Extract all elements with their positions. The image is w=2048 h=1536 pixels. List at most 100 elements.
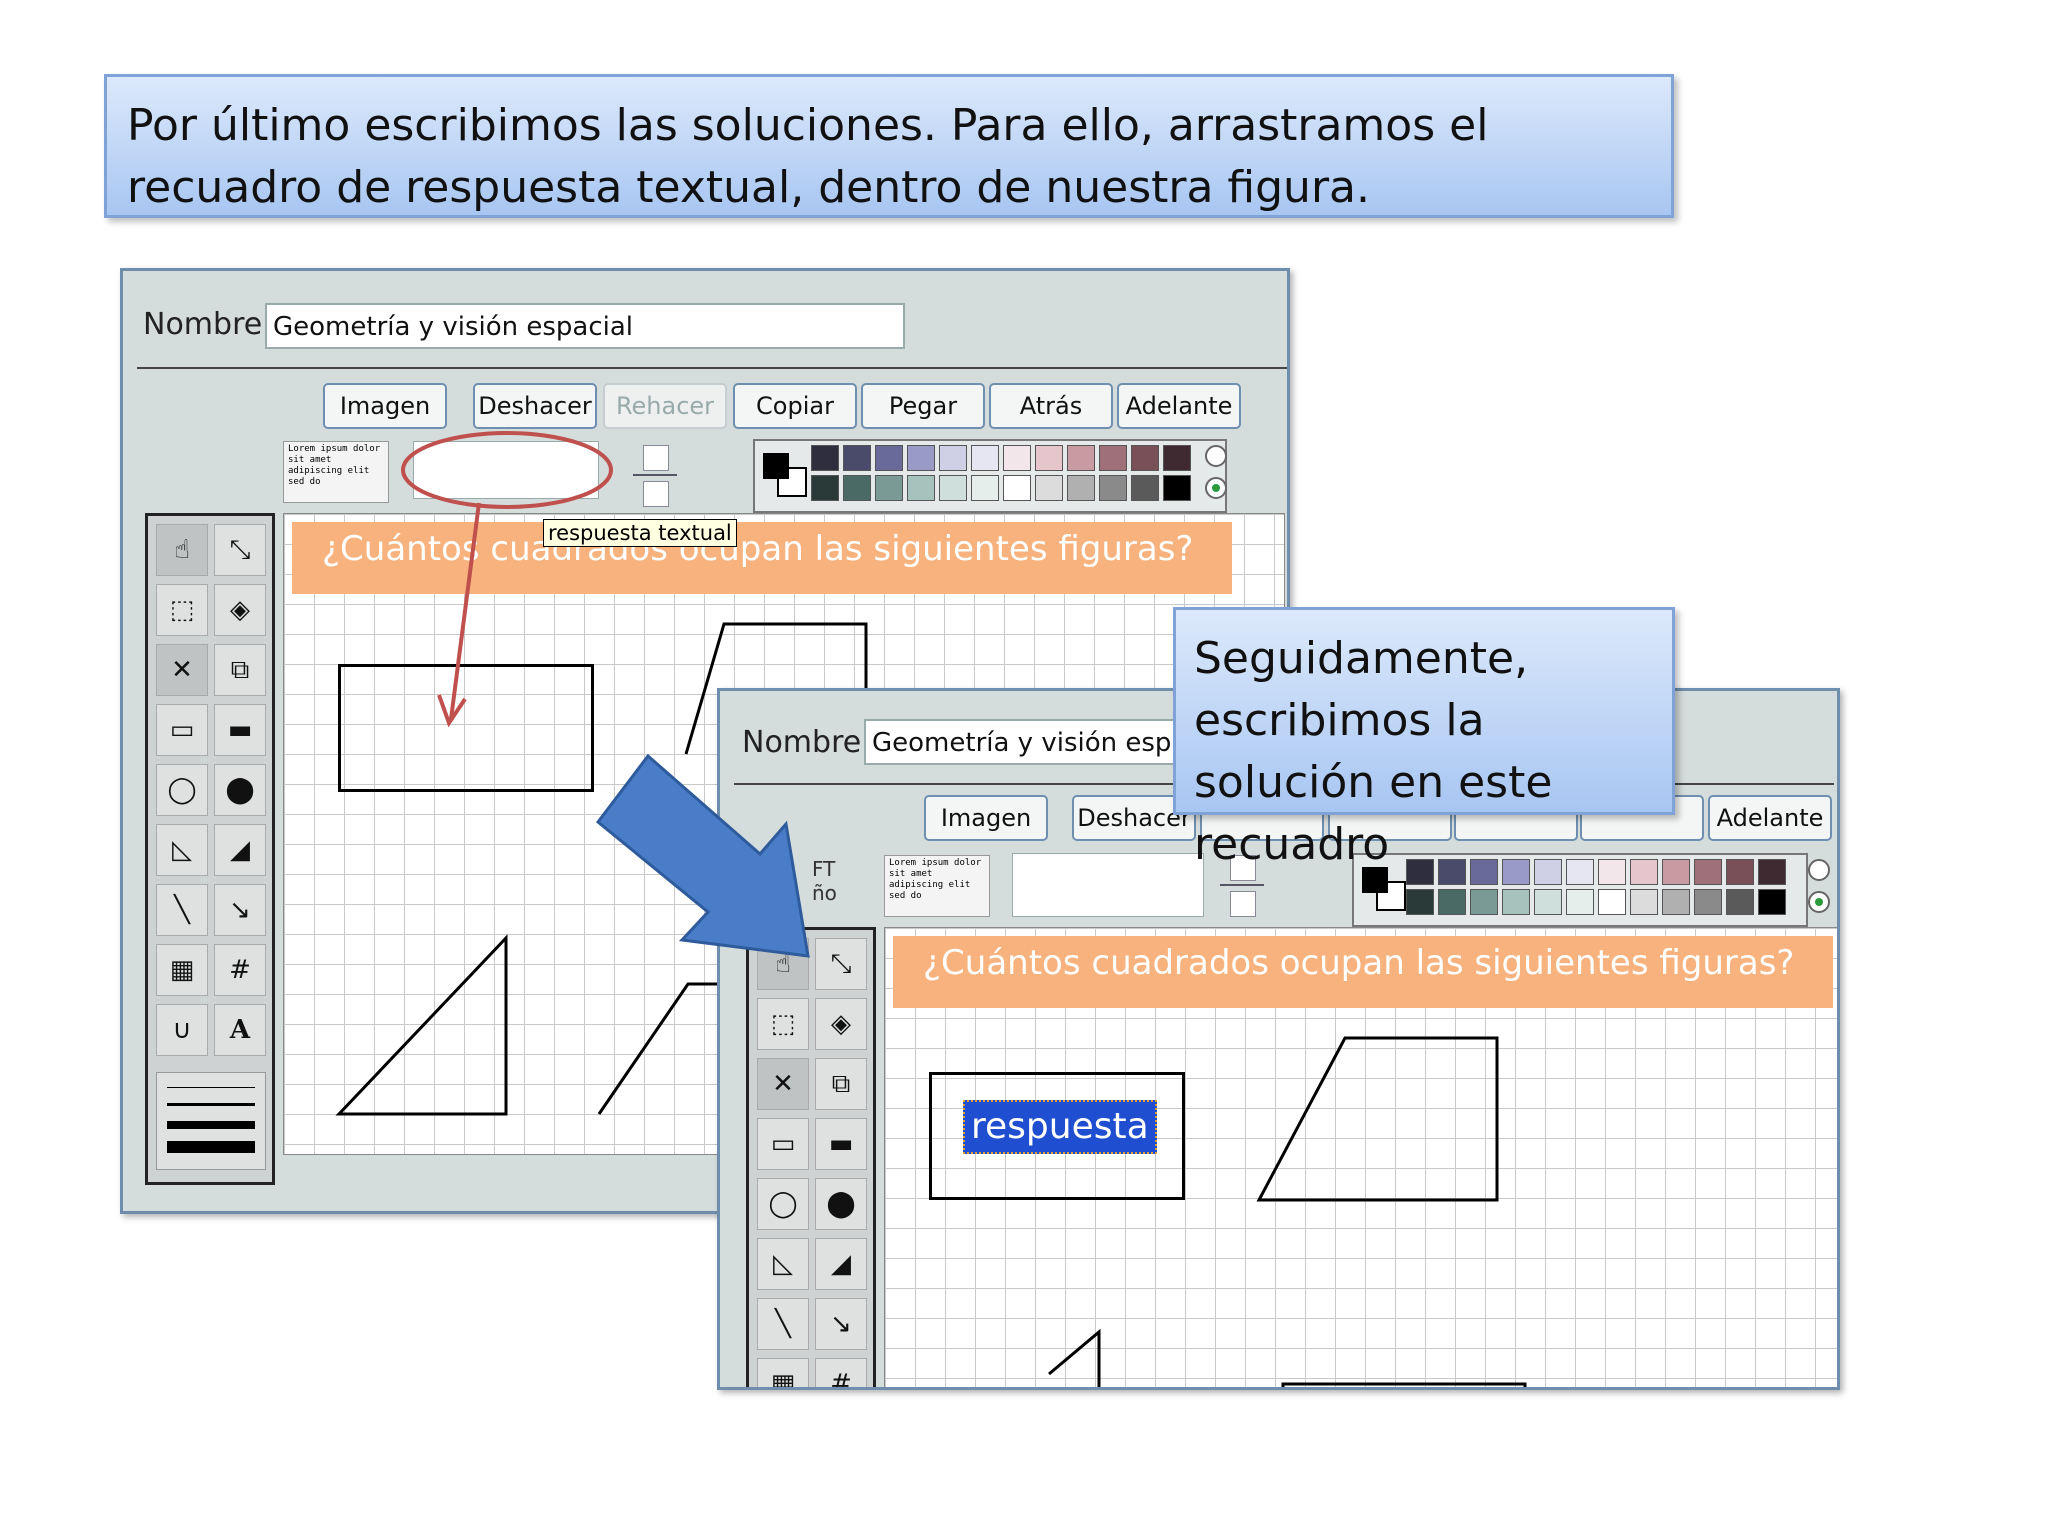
triangle-outline-icon[interactable]: ◺ [757, 1238, 809, 1290]
color-swatch[interactable] [939, 475, 967, 501]
palette-swatches[interactable] [811, 445, 1211, 505]
deshacer-button[interactable]: Deshacer [473, 383, 597, 429]
color-swatch[interactable] [1566, 889, 1594, 915]
color-swatch[interactable] [1035, 445, 1063, 471]
color-swatch[interactable] [1630, 859, 1658, 885]
grid-icon[interactable]: # [815, 1358, 867, 1387]
selection-rect-icon[interactable]: ⬚ [757, 998, 809, 1050]
color-swatch[interactable] [1163, 475, 1191, 501]
color-swatch[interactable] [1470, 859, 1498, 885]
pegar-button[interactable]: Pegar [861, 383, 985, 429]
color-swatch[interactable] [843, 475, 871, 501]
color-swatch[interactable] [1598, 859, 1626, 885]
ellipse-outline-icon[interactable]: ◯ [757, 1178, 809, 1230]
imagen-button[interactable]: Imagen [924, 795, 1048, 841]
fill-bucket-icon[interactable]: ◈ [214, 584, 266, 636]
color-swatch[interactable] [1598, 889, 1626, 915]
fraction-icon[interactable] [1220, 851, 1264, 921]
rectangle-outline-icon[interactable]: ▭ [757, 1118, 809, 1170]
grid-icon[interactable]: # [214, 944, 266, 996]
fg-bg-color-icon[interactable] [759, 449, 811, 503]
triangle-filled-icon[interactable]: ◢ [214, 824, 266, 876]
line-icon[interactable]: ╲ [156, 884, 208, 936]
fraction-icon[interactable] [633, 441, 677, 511]
arrow-line-icon[interactable]: ↘ [815, 1298, 867, 1350]
color-swatch[interactable] [875, 475, 903, 501]
color-swatch[interactable] [1099, 445, 1127, 471]
duplicate-icon[interactable]: ⧉ [214, 644, 266, 696]
radio-option-1[interactable] [1205, 445, 1227, 467]
color-swatch[interactable] [971, 475, 999, 501]
color-swatch[interactable] [1406, 889, 1434, 915]
color-swatch[interactable] [1470, 889, 1498, 915]
fill-bucket-icon[interactable]: ◈ [815, 998, 867, 1050]
text-style-icon[interactable]: Lorem ipsum dolor sit amet adipiscing el… [884, 855, 990, 917]
color-swatch[interactable] [1131, 475, 1159, 501]
color-swatch[interactable] [1438, 859, 1466, 885]
color-swatch[interactable] [1438, 889, 1466, 915]
rectangle-outline-icon[interactable]: ▭ [156, 704, 208, 756]
color-swatch[interactable] [1502, 859, 1530, 885]
adelante-button[interactable]: Adelante [1708, 795, 1832, 841]
color-swatch[interactable] [1630, 889, 1658, 915]
drawing-canvas[interactable]: ¿Cuántos cuadrados ocupan las siguientes… [884, 927, 1837, 1387]
magnet-icon[interactable]: ∪ [156, 1004, 208, 1056]
color-swatch[interactable] [1003, 445, 1031, 471]
text-style-icon[interactable]: Lorem ipsum dolor sit amet adipiscing el… [283, 441, 389, 503]
ellipse-outline-icon[interactable]: ◯ [156, 764, 208, 816]
color-swatch[interactable] [1758, 859, 1786, 885]
delete-icon[interactable]: ✕ [156, 644, 208, 696]
color-swatch[interactable] [1067, 445, 1095, 471]
color-swatch[interactable] [1067, 475, 1095, 501]
copiar-button[interactable]: Copiar [733, 383, 857, 429]
radio-option-2[interactable] [1808, 891, 1830, 913]
rectangle-figure[interactable] [338, 664, 594, 792]
color-swatch[interactable] [1726, 889, 1754, 915]
color-swatch[interactable] [1035, 475, 1063, 501]
delete-icon[interactable]: ✕ [757, 1058, 809, 1110]
color-swatch[interactable] [1566, 859, 1594, 885]
color-swatch[interactable] [1694, 889, 1722, 915]
table-icon[interactable]: ▦ [156, 944, 208, 996]
duplicate-icon[interactable]: ⧉ [815, 1058, 867, 1110]
color-swatch[interactable] [1534, 889, 1562, 915]
resize-arrow-icon[interactable]: ⤡ [815, 938, 867, 990]
resize-arrow-icon[interactable]: ⤡ [214, 524, 266, 576]
line-icon[interactable]: ╲ [757, 1298, 809, 1350]
triangle-filled-icon[interactable]: ◢ [815, 1238, 867, 1290]
nombre-input[interactable]: Geometría y visión espac [864, 719, 1224, 765]
fg-bg-color-icon[interactable] [1358, 863, 1410, 917]
color-swatch[interactable] [843, 445, 871, 471]
color-swatch[interactable] [1758, 889, 1786, 915]
text-tool-icon[interactable]: A [214, 1004, 266, 1056]
triangle-outline-icon[interactable]: ◺ [156, 824, 208, 876]
atras-button[interactable]: Atrás [989, 383, 1113, 429]
line-width-selector[interactable] [156, 1072, 266, 1170]
rectangle-filled-icon[interactable]: ▬ [815, 1118, 867, 1170]
color-swatch[interactable] [1003, 475, 1031, 501]
color-swatch[interactable] [811, 445, 839, 471]
rectangle-figure[interactable] [929, 1072, 1185, 1200]
color-swatch[interactable] [1406, 859, 1434, 885]
color-swatch[interactable] [1534, 859, 1562, 885]
color-swatch[interactable] [875, 445, 903, 471]
color-swatch[interactable] [1131, 445, 1159, 471]
color-swatch[interactable] [1099, 475, 1127, 501]
palette-swatches[interactable] [1406, 859, 1806, 919]
table-icon[interactable]: ▦ [757, 1358, 809, 1387]
color-swatch[interactable] [971, 445, 999, 471]
color-swatch[interactable] [907, 475, 935, 501]
ellipse-filled-icon[interactable]: ⬤ [815, 1178, 867, 1230]
color-swatch[interactable] [1662, 889, 1690, 915]
rectangle-filled-icon[interactable]: ▬ [214, 704, 266, 756]
text-answer-source[interactable] [413, 441, 599, 499]
imagen-button[interactable]: Imagen [323, 383, 447, 429]
color-swatch[interactable] [1163, 445, 1191, 471]
color-swatch[interactable] [811, 475, 839, 501]
rehacer-button[interactable]: Rehacer [603, 383, 727, 429]
arrow-line-icon[interactable]: ↘ [214, 884, 266, 936]
text-answer-source[interactable] [1012, 853, 1204, 917]
color-swatch[interactable] [1662, 859, 1690, 885]
color-swatch[interactable] [1694, 859, 1722, 885]
color-swatch[interactable] [907, 445, 935, 471]
